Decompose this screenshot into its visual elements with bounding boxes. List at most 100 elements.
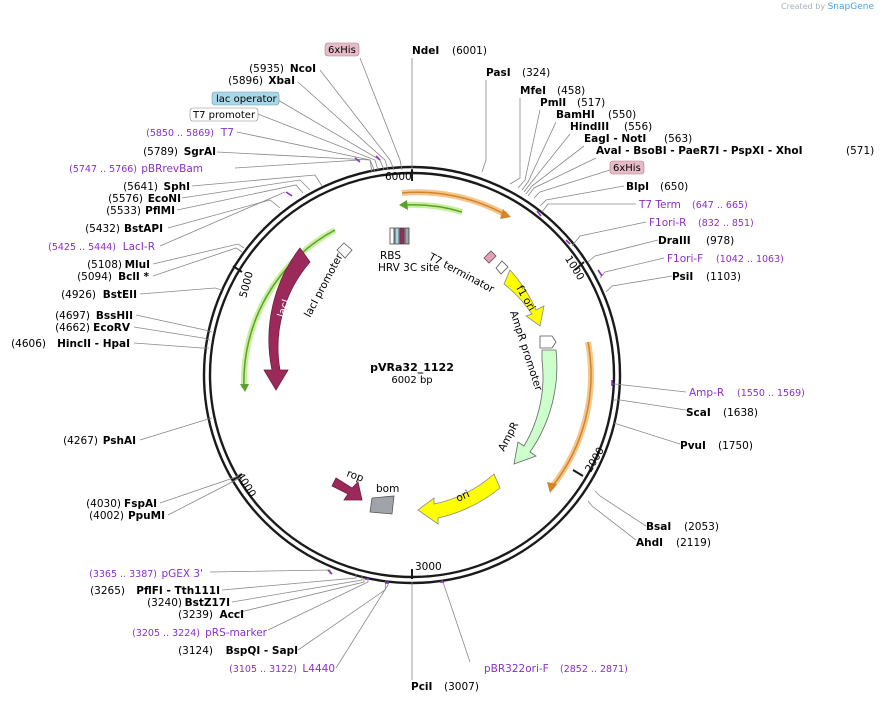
leader-fspai <box>159 473 241 504</box>
site-mlui-pos: (5108) <box>87 259 122 271</box>
primer-laci-r-range: (5425 .. 5444) <box>48 242 116 253</box>
ori-arrow <box>417 473 501 525</box>
leader-pbr322ori-f <box>441 579 471 663</box>
primer-f1ori-f-range: (1042 .. 1063) <box>716 254 784 265</box>
leader-bstapi <box>167 199 281 229</box>
leader-bsshii <box>135 314 213 333</box>
primer-mark-laci-r <box>285 191 293 197</box>
site-ecorv-pos: (4662) <box>55 322 90 334</box>
site-pflfi-tth111i: PflFI - Tth111I <box>136 585 220 597</box>
site-bstz17i-pos: (3240) <box>147 597 182 609</box>
his-tag-orange-arc-line <box>401 191 507 216</box>
leader-hindiii <box>523 133 571 193</box>
primer-mark-pgex3 <box>327 569 333 575</box>
site-ncoi-pos: (5935) <box>249 63 284 75</box>
site-fspai: FspAI <box>124 498 157 510</box>
leader-t7-promoter <box>257 113 379 171</box>
tick-label-2000: 2000 <box>583 445 607 474</box>
site-pshai: PshAI <box>103 435 136 447</box>
ampr-promoter-shape <box>539 335 557 349</box>
primer-f1ori-f: F1ori-F <box>667 253 703 265</box>
t7-promoter-box <box>189 107 259 122</box>
leader-mlui <box>152 243 245 265</box>
leader-f1ori-f <box>599 257 665 279</box>
lac-operator-mark <box>394 227 400 245</box>
primer-pgex3: pGEX 3' <box>161 568 203 580</box>
orange-arc-right-arrowhead <box>547 482 557 493</box>
primer-t7-range: (5850 .. 5869) <box>146 128 214 139</box>
rop-label: rop <box>345 468 366 485</box>
tick-4000 <box>232 473 243 481</box>
site-bsai: BsaI <box>646 521 671 533</box>
primer-pbrrevbam-range: (5747 .. 5766) <box>69 164 137 175</box>
leader-pbrrevbam <box>234 159 361 169</box>
bom-label: bom <box>376 483 399 495</box>
site-avai-group-pos: (571) <box>846 145 874 157</box>
leader-l4440 <box>335 580 389 669</box>
site-hincii-hpai: HincII - HpaI <box>57 338 130 350</box>
site-bamhi-pos: (550) <box>608 109 636 121</box>
primer-mark-t7 <box>375 155 381 161</box>
site-ncoi: NcoI <box>290 63 316 75</box>
site-draiii: DraIII <box>658 235 691 247</box>
primer-t7: T7 <box>220 127 234 139</box>
site-draiii-pos: (978) <box>706 235 734 247</box>
leader-sphi <box>191 174 323 187</box>
site-psii-pos: (1103) <box>706 271 741 283</box>
site-pflfi-tth111i-pos: (3265) <box>90 585 125 597</box>
site-pshai-pos: (4267) <box>63 435 98 447</box>
leader-xbai <box>297 81 389 171</box>
green-arc-top-arrowhead <box>399 200 408 210</box>
ticks <box>232 169 585 579</box>
primer-amp-r: Amp-R <box>689 387 724 399</box>
leader-eagi <box>525 145 585 195</box>
site-ndei: NdeI <box>412 45 439 57</box>
site-bstapi: BstAPI <box>124 223 163 235</box>
primer-l4440: L4440 <box>302 663 335 675</box>
primer-t7term-range: (647 .. 665) <box>692 200 748 211</box>
bom-shape <box>369 495 395 515</box>
site-bcli-pos: (5094) <box>77 271 112 283</box>
restriction-labels-left: BspQI - SapI (3124) AccI (3239) BstZ17I … <box>11 63 316 657</box>
leader-bcli <box>152 247 243 277</box>
primer-t7term: T7 Term <box>638 199 681 211</box>
orange-arc-right-line <box>550 341 592 489</box>
rbs-mark <box>389 227 395 245</box>
site-mfei-pos: (458) <box>557 85 585 97</box>
site-hincii-hpai-pos: (4606) <box>11 338 46 350</box>
site-acci-pos: (3239) <box>178 609 213 621</box>
leader-laci-r <box>159 191 286 247</box>
leader-mfei <box>509 98 521 185</box>
green-arc-left-arrowhead <box>240 384 249 392</box>
leader-amp-r <box>612 383 687 393</box>
site-blpi-pos: (650) <box>660 181 688 193</box>
leader-pmli <box>517 109 541 189</box>
leader-hpai <box>133 342 209 349</box>
primer-f1ori-r-range: (832 .. 851) <box>698 218 754 229</box>
lac-operator-box <box>211 91 280 106</box>
tick-1000 <box>574 261 585 271</box>
site-mfei: MfeI <box>520 85 546 97</box>
plasmid-title: pVRa32_1122 6002 bp <box>370 361 454 386</box>
site-avai-group: AvaI - BsoBI - PaeR7I - PspXI - XhoI <box>596 145 803 157</box>
primer-prs-marker-range: (3205 .. 3224) <box>132 628 200 639</box>
features <box>240 189 595 525</box>
primer-labels: T7 Term (647 .. 665) F1ori-R (832 .. 851… <box>48 127 805 675</box>
site-bcli: BclI * <box>118 271 149 283</box>
t7-terminator-shape <box>483 250 497 264</box>
laci-arrow <box>263 247 311 391</box>
site-pvui-pos: (1750) <box>718 440 753 452</box>
lac-operator-label: lac operator <box>216 94 277 105</box>
leader-avai <box>527 157 597 197</box>
green-arc-left-line <box>243 229 336 389</box>
site-pvui: PvuI <box>680 440 706 452</box>
tick-label-3000: 3000 <box>415 561 442 573</box>
leader-pasi <box>481 80 487 173</box>
site-hindiii-pos: (556) <box>624 121 652 133</box>
ori-label: ori <box>454 488 471 505</box>
credit-prefix: Created by <box>781 2 826 11</box>
leader-pflmi <box>176 184 304 211</box>
tick-2000 <box>572 469 584 477</box>
his-top-label: 6xHis <box>328 45 356 56</box>
leader-ncoi <box>319 69 395 171</box>
